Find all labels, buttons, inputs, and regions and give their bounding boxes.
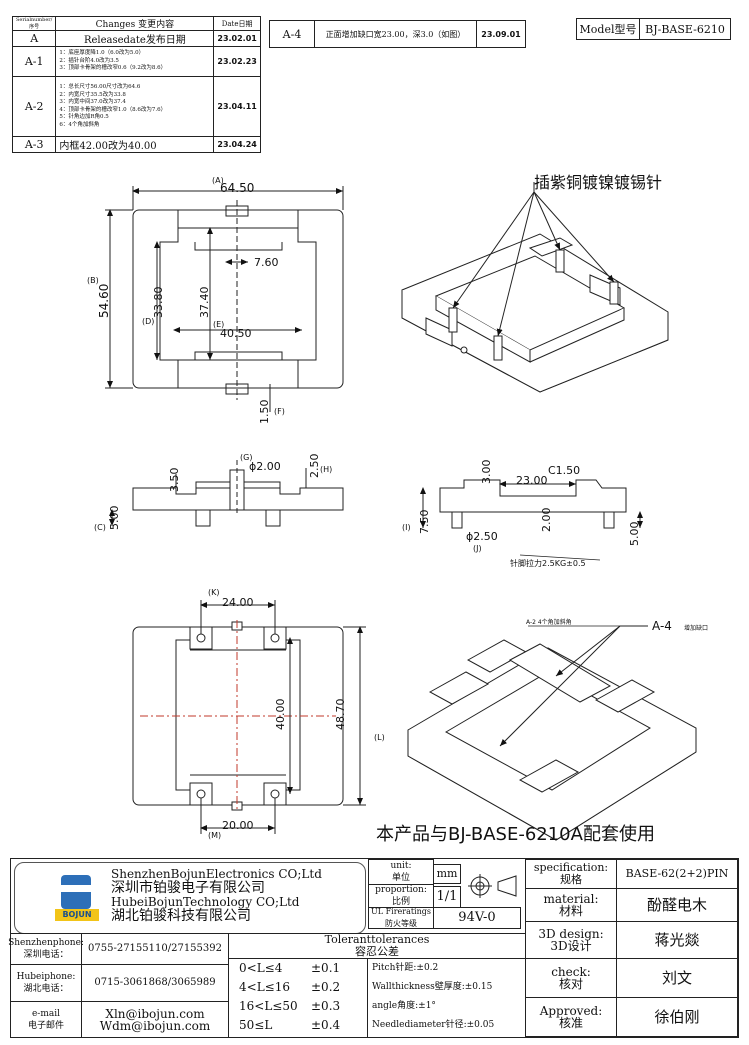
model-value: BJ-BASE-6210	[639, 18, 731, 40]
a2-note: A-2 4个角加斜角	[526, 618, 572, 626]
rev-text: 内框42.00改为40.00	[55, 136, 215, 153]
dim-label-l: (L)	[374, 733, 385, 742]
dim-label-g: (G)	[240, 453, 252, 462]
contact-value-shenzhen: 0755-27155110/27155392	[81, 933, 229, 965]
dim-top-h: 3.00	[480, 460, 493, 485]
dim-f-val: 1.50	[258, 400, 271, 425]
check-label: check: 核对	[525, 958, 617, 998]
dim-label-c: (C)	[94, 523, 106, 532]
proportion-label: proportion: 比例	[368, 884, 434, 908]
contact-value-email: Xln@ibojun.com Wdm@ibojun.com	[81, 1001, 229, 1038]
dim-pin-span: 40.00	[274, 699, 287, 731]
company-cn-2: 湖北铂骏科技有限公司	[111, 908, 251, 924]
dim-mid-h: 2.00	[540, 508, 553, 533]
dim-label-e: (E)	[213, 320, 224, 329]
rev-date: 23.04.24	[213, 136, 261, 153]
company-en-1: ShenzhenBojunElectronics CO;Ltd	[111, 867, 322, 881]
iso-view-top	[401, 233, 669, 393]
contact-label-email: e-mail 电子邮件	[10, 1001, 82, 1038]
projection-symbol-icon	[466, 872, 522, 900]
dim-d2: 37.40	[198, 287, 211, 319]
pin-material-note: 插紫铜镀镍镀锡针	[534, 173, 662, 192]
material-label: material: 材料	[525, 888, 617, 922]
dim-label-h: (H)	[320, 465, 332, 474]
a4-date: 23.09.01	[476, 20, 526, 48]
unit-label: unit: 单位	[368, 859, 434, 885]
dim-label-k: (K)	[208, 588, 220, 597]
dim-side5: 5.00	[628, 522, 641, 547]
company-en-2: HubeiBojunTechnology CO;Ltd	[111, 895, 300, 909]
company-box: BOJUN ShenzhenBojunElectronics CO;Ltd 深圳…	[14, 862, 366, 934]
tolerance-title: Toleranttolerances 容忍公差	[228, 933, 526, 959]
rev-id: A-2	[11, 76, 57, 137]
logo-text: BOJUN	[55, 909, 99, 921]
dim-inner-len: 40.50	[220, 327, 252, 340]
dim-h-val: 2.50	[308, 454, 321, 479]
a4-label: A-4	[652, 619, 672, 633]
dim-label-a: (A)	[212, 176, 224, 185]
unit-value: mm	[433, 864, 461, 884]
spec-value: BASE-62(2+2)PIN	[616, 859, 738, 889]
dim-label-d: (D)	[142, 317, 154, 326]
side-view-side	[439, 479, 627, 529]
dim-inner-w: 7.60	[254, 256, 279, 269]
dim-i-val: 7.50	[418, 510, 431, 535]
approved-label: Approved: 核准	[525, 997, 617, 1037]
company-logo: BOJUN	[55, 871, 99, 923]
dim-d1: 33.80	[152, 287, 165, 319]
spec-label: specification: 规格	[525, 859, 617, 889]
dim-c5: 5.00	[108, 506, 121, 531]
dim-chamfer: C1.50	[548, 464, 580, 477]
a4-note: 增加缺口	[684, 624, 708, 632]
rev-id: A-1	[11, 46, 57, 77]
proportion-value: 1/1	[433, 886, 461, 908]
dim-label-f: (F)	[274, 407, 285, 416]
dim-pin-dia2: ϕ2.50	[466, 530, 498, 543]
dim-notch: 23.00	[516, 474, 548, 487]
material-value: 酚醛电木	[616, 888, 738, 922]
top-view	[132, 200, 344, 400]
dim-m-val: 20.00	[222, 819, 254, 832]
contact-label-hubei: Hubeiphone: 湖北电话：	[10, 964, 82, 1002]
dim-label-i: (I)	[402, 523, 411, 532]
dim-label-j: (J)	[473, 544, 482, 553]
dim-k-val: 24.00	[222, 596, 254, 609]
company-cn-1: 深圳市铂骏电子有限公司	[111, 880, 265, 896]
design-label: 3D design: 3D设计	[525, 921, 617, 959]
matching-note: 本产品与BJ-BASE-6210A配套使用	[376, 824, 655, 845]
tolerance-notes: Pitch针距:±0.2 Wallthickness壁厚度:±0.15 angl…	[367, 958, 526, 1038]
check-value: 刘文	[616, 958, 738, 998]
contact-label-shenzhen: Shenzhenphone: 深圳电话：	[8, 933, 84, 965]
tolerance-ranges: 0<L≤4±0.1 4<L≤16±0.2 16<L≤50±0.3 50≤L±0.…	[228, 958, 368, 1038]
approved-value: 徐伯刚	[616, 997, 738, 1037]
revision-table: Serialnumber/序号 Changes 变更内容 Date日期 A Re…	[11, 16, 261, 153]
design-value: 蒋光燚	[616, 921, 738, 959]
ul-label: UL Fireratings 防火等级	[368, 907, 434, 929]
dim-c-val: 3.50	[168, 468, 181, 493]
pin-pull-note: 针脚拉力2.5KG±0.5	[510, 558, 586, 568]
dim-total-height: 54.60	[97, 284, 111, 318]
dim-label-b: (B)	[87, 276, 99, 285]
rev-id: A-3	[11, 136, 57, 153]
ul-value: 94V-0	[433, 907, 521, 929]
dim-total-width: 64.50	[220, 181, 254, 195]
dim-l-val: 48.70	[334, 699, 347, 731]
iso-view-bottom	[407, 639, 697, 841]
dim-pin-dia: ϕ2.00	[249, 460, 281, 473]
dim-label-m: (M)	[208, 831, 221, 840]
contact-value-hubei: 0715-3061868/3065989	[81, 964, 229, 1002]
